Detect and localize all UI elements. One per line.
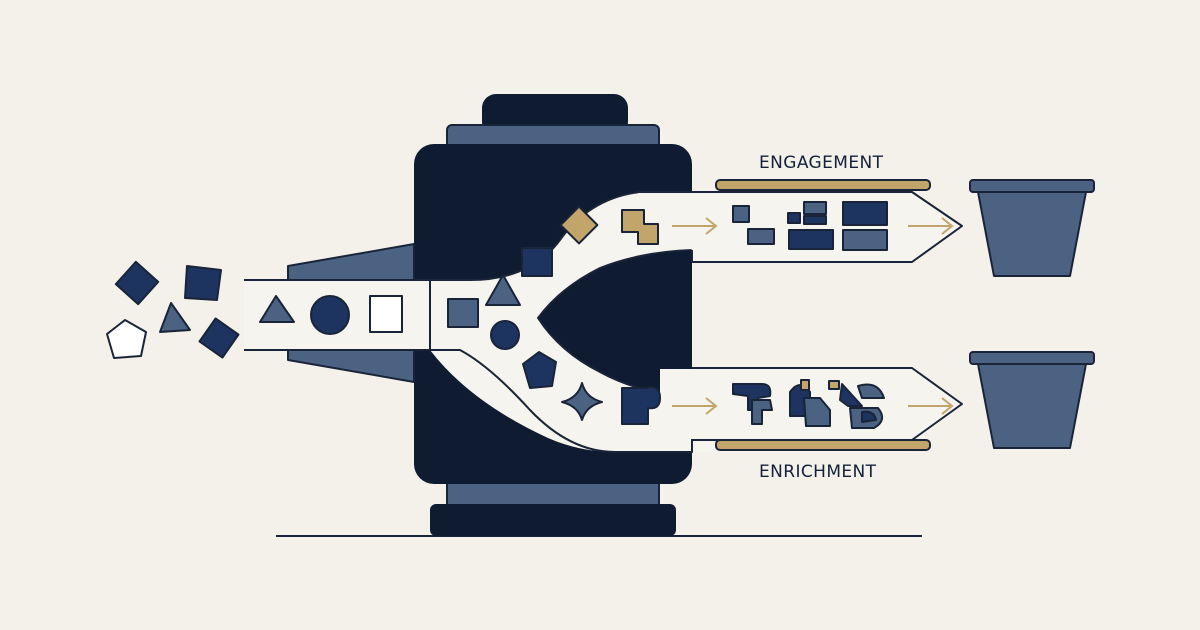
puzzle-piece-icon: [621, 209, 659, 245]
square-icon: [369, 295, 403, 333]
engagement-blocks: [732, 201, 888, 251]
arrow-right-icon: [908, 217, 954, 235]
upper-gold-rail: [715, 179, 931, 191]
bucket-icon: [977, 191, 1087, 277]
square-icon: [521, 247, 553, 277]
engagement-bucket: [969, 179, 1095, 277]
tilted-square-icon: [114, 260, 160, 306]
engagement-label: ENGAGEMENT: [759, 153, 884, 173]
arrow-right-icon: [908, 397, 954, 415]
triangle-icon: [259, 295, 295, 323]
arrow-right-icon: [672, 397, 718, 415]
enrichment-label: ENRICHMENT: [759, 462, 877, 482]
square-icon: [447, 298, 479, 328]
arrow-right-icon: [672, 217, 718, 235]
input-shapes: [106, 260, 240, 359]
circle-icon: [490, 320, 520, 350]
enrichment-bucket: [969, 351, 1095, 449]
circle-icon: [310, 295, 350, 335]
triangle-icon: [485, 274, 521, 306]
lower-gold-rail: [715, 439, 931, 451]
tilted-square-icon: [184, 265, 222, 301]
machine-bottom-band: [446, 479, 660, 509]
tilted-square-icon: [198, 317, 240, 359]
triangle-icon: [159, 302, 191, 333]
bucket-rim: [969, 179, 1095, 193]
puzzle-piece-icon: [621, 386, 661, 425]
four-point-star-icon: [561, 382, 603, 421]
bucket-rim: [969, 351, 1095, 365]
lower-chute: [692, 367, 963, 441]
machine-base: [430, 504, 676, 536]
pentagon-icon: [106, 319, 147, 359]
diamond-icon: [559, 205, 599, 245]
pentagon-icon: [522, 351, 557, 389]
enrichment-fragments: [732, 379, 885, 429]
bucket-icon: [977, 363, 1087, 449]
